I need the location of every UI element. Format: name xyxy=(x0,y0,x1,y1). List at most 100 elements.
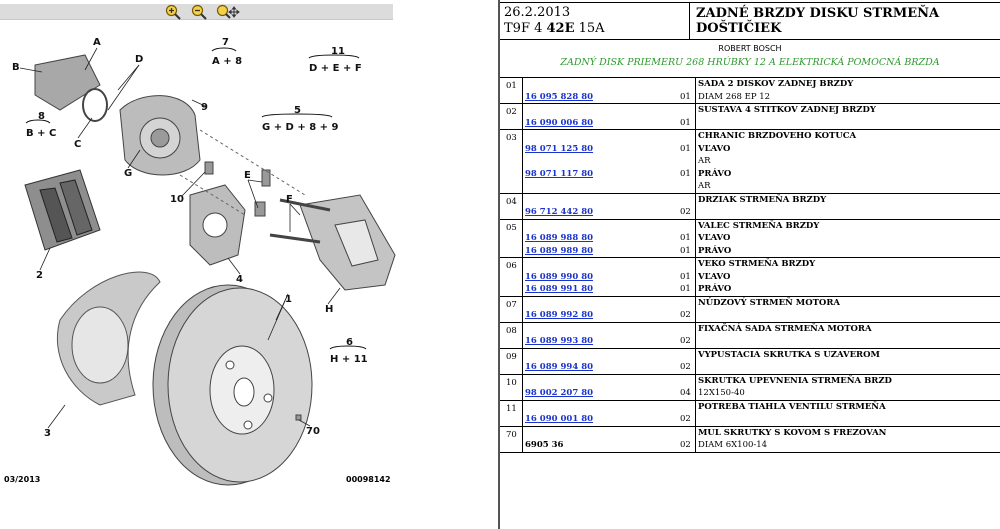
row-line: AR xyxy=(500,180,1000,193)
label-G: G xyxy=(124,168,132,179)
part-number-link[interactable]: 16 089 992 80 xyxy=(525,310,594,320)
row-number: 05 xyxy=(506,222,517,233)
part-number-link[interactable]: 16 090 001 80 xyxy=(525,414,594,424)
part-description: DRZIAK STRMEŇA BRZDY xyxy=(698,194,827,205)
row-line: NÚDZOVÝ STRMEŇ MOTORA xyxy=(500,297,1000,310)
part-number-link[interactable]: 16 089 988 80 xyxy=(525,233,594,243)
label-D: D xyxy=(135,54,143,65)
row-number: 09 xyxy=(506,351,517,362)
part-number-link[interactable]: 98 071 125 80 xyxy=(525,143,594,154)
part-number-link[interactable]: 96 712 442 80 xyxy=(525,207,594,217)
label-H: H xyxy=(325,304,333,315)
part-number-link[interactable]: 16 089 991 80 xyxy=(525,284,594,294)
table-row: 02 SUSTAVA 4 STITKOV ZADNEJ BRZDY 16 090 0… xyxy=(500,104,1000,130)
part-number-link[interactable]: 98 071 117 80 xyxy=(525,168,594,179)
row-line: 16 090 001 80 02 xyxy=(500,413,1000,426)
quantity: 01 xyxy=(680,271,691,282)
row-line: SADA 2 DISKOV ZADNEJ BRZDY xyxy=(500,78,1000,91)
brake-exploded-diagram: A B C D E F G H 1 2 3 4 9 10 70 7 A + 8 … xyxy=(12,37,396,486)
part-number-link: 6905 36 xyxy=(525,440,564,450)
pane-divider[interactable] xyxy=(498,0,500,529)
group-7-number: 7 xyxy=(222,37,229,48)
row-line: VYPUSTACIA SKRUTKA S UZAVEROM xyxy=(500,349,1000,362)
header-info: 26.2.2013 T9F 4 42E 15A xyxy=(500,3,690,40)
label-B: B xyxy=(12,62,20,73)
quantity: 01 xyxy=(680,245,691,256)
label-3: 3 xyxy=(44,428,51,439)
brake-disc-part xyxy=(152,284,313,486)
zoom-move-icon[interactable] xyxy=(216,4,240,20)
label-A: A xyxy=(93,37,101,48)
quantity: 01 xyxy=(680,284,691,294)
row-line: 16 095 828 80 01 DIAM 268 EP 12 xyxy=(500,91,1000,104)
group-8-number: 8 xyxy=(38,111,45,122)
quantity: 01 xyxy=(680,168,691,179)
quantity: 02 xyxy=(680,414,691,424)
caliper-part xyxy=(34,54,201,176)
row-line: VEKO STRMEŇA BRZDY xyxy=(500,258,1000,271)
part-description: SKRUTKA UPEVNENIA STRMEŇA BRZD xyxy=(698,375,892,386)
row-line: DRZIAK STRMEŇA BRZDY xyxy=(500,194,1000,207)
header-date: 26.2.2013 xyxy=(504,5,571,20)
table-row: 01 SADA 2 DISKOV ZADNEJ BRZDY 16 095 828 8… xyxy=(500,78,1000,104)
diagram-toolbar xyxy=(0,4,393,20)
part-description: MUL SKRUTKY S KOVOM S FREZOVAN xyxy=(698,427,887,438)
row-line: VALEC STRMEŇA BRZDY xyxy=(500,220,1000,233)
part-description: VĽAVO xyxy=(698,271,731,282)
part-description: SADA 2 DISKOV ZADNEJ BRZDY xyxy=(698,79,854,89)
part-number-link[interactable]: 16 089 994 80 xyxy=(525,362,594,372)
part-description: POTREBA TIAHLA VENTILU STRMEŇA xyxy=(698,401,886,412)
part-number-link[interactable]: 16 089 993 80 xyxy=(525,336,594,346)
group-5-number: 5 xyxy=(294,105,301,116)
quantity: 02 xyxy=(680,310,691,320)
parts-pane: 26.2.2013 T9F 4 42E 15A ZADNÉ BRZDY DISK… xyxy=(500,0,1000,529)
label-C: C xyxy=(74,139,81,150)
row-line: SUSTAVA 4 STITKOV ZADNEJ BRZDY xyxy=(500,104,1000,117)
part-number-link[interactable]: 16 089 990 80 xyxy=(525,271,594,282)
quantity: 01 xyxy=(680,91,691,102)
caliper-carrier-part xyxy=(189,184,246,266)
page-header: 26.2.2013 T9F 4 42E 15A ZADNÉ BRZDY DISK… xyxy=(500,2,1000,40)
brake-pads-part xyxy=(24,169,101,251)
row-number: 70 xyxy=(506,429,517,440)
part-number-link[interactable]: 16 090 006 80 xyxy=(525,117,594,128)
row-line: AR xyxy=(500,155,1000,168)
quantity: 01 xyxy=(680,117,691,128)
part-number-link[interactable]: 16 089 989 80 xyxy=(525,245,594,256)
part-description: DIAM 268 EP 12 xyxy=(698,91,771,102)
quantity: 01 xyxy=(680,143,691,154)
quantity: 01 xyxy=(680,233,691,243)
group-5-parts: G + D + 8 + 9 xyxy=(262,122,338,133)
bolts-part xyxy=(204,161,331,421)
page-title: ZADNÉ BRZDY DISKU STRMEŇA DOŠTIČIEK xyxy=(696,6,940,36)
quantity: 02 xyxy=(680,207,691,217)
quantity: 02 xyxy=(680,362,691,372)
row-line: FIXAČNÁ SADA STRMEŇA MOTORA xyxy=(500,323,1000,336)
label-9: 9 xyxy=(201,102,208,113)
part-description: AR xyxy=(698,181,711,191)
row-number: 02 xyxy=(506,107,517,117)
part-number-link[interactable]: 98 002 207 80 xyxy=(525,388,594,398)
row-number: 10 xyxy=(506,377,517,388)
part-description: VEKO STRMEŇA BRZDY xyxy=(698,259,816,269)
label-1: 1 xyxy=(285,294,292,305)
part-number-link[interactable]: 16 095 828 80 xyxy=(525,91,594,102)
variant-note: ZADNÝ DISK PRIEMERU 268 HRÚBKY 12 A ELEK… xyxy=(560,57,940,68)
zoom-in-icon[interactable] xyxy=(165,4,181,20)
zoom-out-icon[interactable] xyxy=(191,4,207,20)
label-10: 10 xyxy=(170,194,184,205)
row-line: MUL SKRUTKY S KOVOM S FREZOVAN xyxy=(500,427,1000,440)
row-number: 07 xyxy=(506,299,517,310)
part-description: SUSTAVA 4 STITKOV ZADNEJ BRZDY xyxy=(698,105,876,115)
